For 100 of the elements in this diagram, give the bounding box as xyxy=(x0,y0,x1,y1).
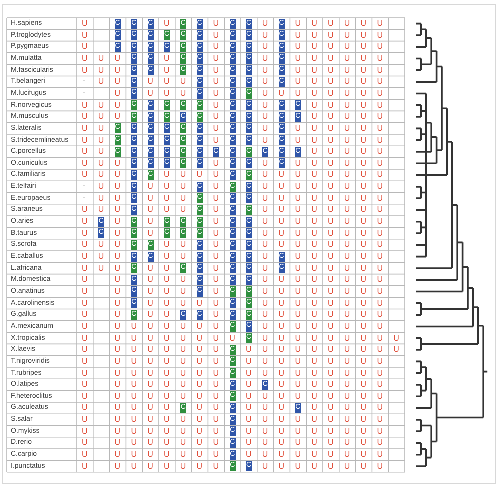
residue-letter: U xyxy=(312,460,318,472)
residue-letter: U xyxy=(377,216,383,228)
residue-letter: U xyxy=(196,460,203,472)
residue-letter: U xyxy=(262,262,268,274)
residue-letter: U xyxy=(131,402,137,414)
residue-letter: U xyxy=(360,379,367,390)
residue-letter: U xyxy=(131,332,137,344)
residue-letter: U xyxy=(213,52,219,64)
residue-letter: U xyxy=(82,169,88,180)
residue-letter: U xyxy=(377,251,383,262)
residue-letter: U xyxy=(262,320,268,332)
residue-letter: U xyxy=(328,262,334,274)
residue-letter: U xyxy=(344,251,350,262)
residue-letter: U xyxy=(360,332,367,344)
residue-letter: U xyxy=(164,402,170,414)
residue-letter: U xyxy=(180,414,186,426)
residue-letter: U xyxy=(213,390,219,402)
residue-letter: U xyxy=(377,88,383,99)
residue-letter: U xyxy=(98,64,104,76)
residue-letter: U xyxy=(312,100,318,111)
residue-letter: U xyxy=(328,251,334,262)
residue-letter: U xyxy=(131,368,137,378)
residue-letter: U xyxy=(114,449,121,460)
residue-letter: U xyxy=(114,426,121,437)
residue-letter: U xyxy=(262,356,268,367)
residue-letter: U xyxy=(377,390,383,402)
residue-letter: U xyxy=(312,64,318,76)
residue-letter: U xyxy=(213,64,219,76)
residue-letter: U xyxy=(82,390,88,402)
residue-letter: U xyxy=(114,332,121,344)
residue-letter: U xyxy=(164,286,170,297)
residue-letter: U xyxy=(262,52,268,64)
residue-letter: U xyxy=(180,251,186,262)
residue-letter: U xyxy=(164,88,170,99)
residue-letter: U xyxy=(262,449,268,460)
residue-letter: U xyxy=(377,344,383,356)
residue-letter: U xyxy=(148,332,154,344)
residue-letter: U xyxy=(344,204,350,216)
residue-letter: U xyxy=(131,356,137,367)
residue-letter: U xyxy=(213,30,219,41)
residue-letter: U xyxy=(98,204,104,216)
residue-letter: U xyxy=(312,251,318,262)
residue-letter: U xyxy=(377,100,383,111)
residue-letter: U xyxy=(262,251,268,262)
residue-letter: U xyxy=(295,298,301,309)
residue-letter: U xyxy=(180,76,186,88)
residue-letter: U xyxy=(131,344,137,356)
residue-letter: U xyxy=(148,228,154,239)
residue-letter: U xyxy=(82,274,88,286)
residue-letter: U xyxy=(312,344,318,356)
residue-letter: U xyxy=(213,18,219,29)
residue-letter: U xyxy=(278,286,285,297)
residue-letter: U xyxy=(164,52,170,64)
residue-letter: U xyxy=(377,379,383,390)
residue-letter: U xyxy=(328,344,334,356)
residue-letter: U xyxy=(114,181,121,192)
residue-letter: U xyxy=(328,216,334,228)
residue-letter: U xyxy=(344,426,350,437)
residue-letter: U xyxy=(213,169,219,180)
residue-letter: U xyxy=(344,390,350,402)
residue-letter: U xyxy=(82,356,88,367)
residue-letter: U xyxy=(213,344,219,356)
residue-letter: U xyxy=(377,134,383,146)
residue-letter: U xyxy=(344,41,350,52)
residue-letter: U xyxy=(328,30,334,41)
residue-letter: U xyxy=(312,356,318,367)
residue-letter: U xyxy=(295,88,301,99)
residue-letter: U xyxy=(328,41,334,52)
residue-letter: U xyxy=(328,426,334,437)
residue-letter: U xyxy=(164,251,170,262)
residue-letter: U xyxy=(360,52,367,64)
residue-letter: U xyxy=(278,344,285,356)
residue-letter: U xyxy=(114,100,121,111)
residue-letter: U xyxy=(114,52,121,64)
residue-letter: U xyxy=(360,158,367,169)
residue-letter: U xyxy=(295,122,301,134)
residue-letter: U xyxy=(328,158,334,169)
residue-letter: U xyxy=(377,239,383,250)
residue-letter: U xyxy=(377,402,383,414)
residue-letter: U xyxy=(196,332,203,344)
residue-letter: U xyxy=(262,286,268,297)
residue-letter: U xyxy=(114,298,121,309)
residue-letter: U xyxy=(344,216,350,228)
residue-letter: U xyxy=(328,52,334,64)
residue-letter: U xyxy=(131,426,137,437)
residue-letter: U xyxy=(213,286,219,297)
residue-letter: U xyxy=(213,368,219,378)
residue-letter: U xyxy=(377,146,383,158)
residue-letter: U xyxy=(377,158,383,169)
residue-letter: U xyxy=(131,460,137,472)
residue-letter: U xyxy=(164,426,170,437)
residue-letter: U xyxy=(328,320,334,332)
residue-letter: U xyxy=(278,426,285,437)
residue-letter: U xyxy=(295,30,301,41)
residue-letter: U xyxy=(262,437,268,448)
residue-letter: U xyxy=(278,449,285,460)
residue-letter: U xyxy=(246,437,252,448)
residue-letter: U xyxy=(82,52,88,64)
residue-letter: U xyxy=(328,390,334,402)
residue-letter: U xyxy=(295,158,301,169)
